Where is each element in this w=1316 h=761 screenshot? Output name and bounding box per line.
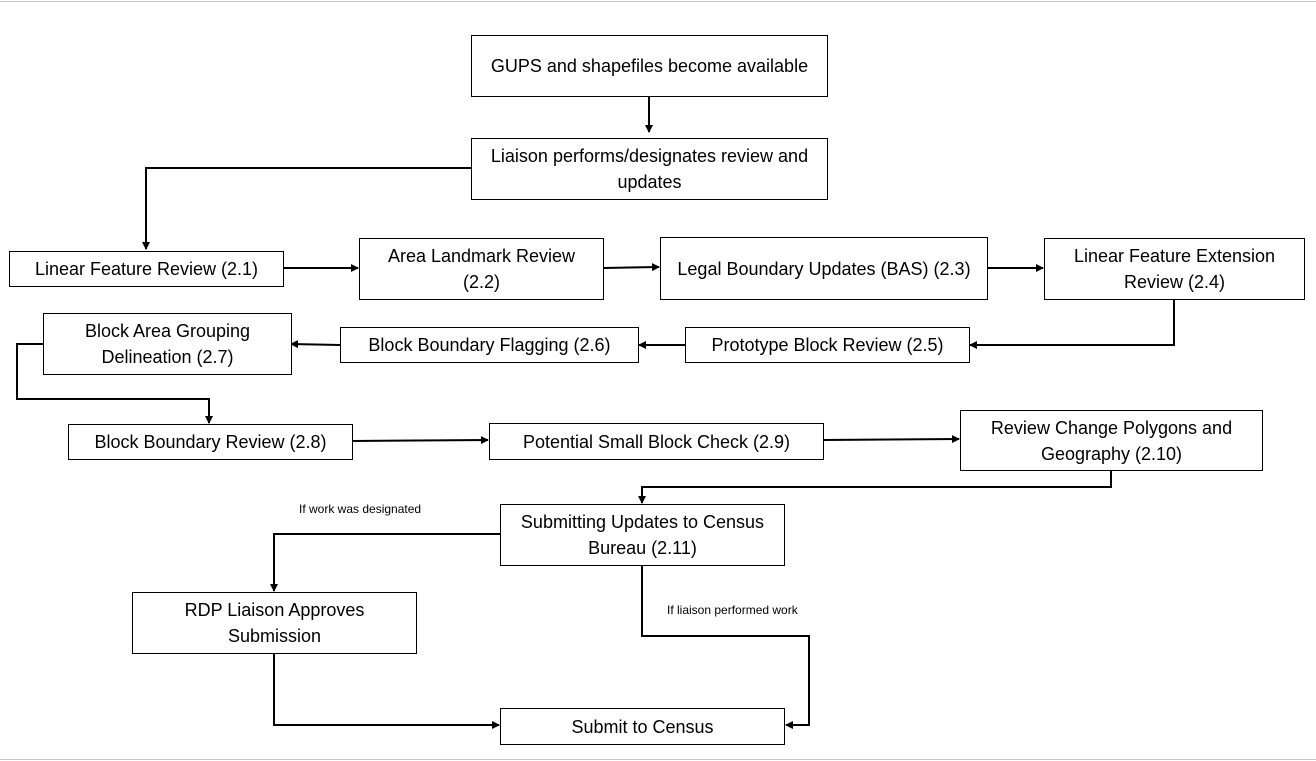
node-gups-available: GUPS and shapefiles become available — [471, 35, 828, 97]
node-linear-feature-extension-review: Linear Feature Extension Review (2.4) — [1044, 238, 1305, 300]
label-if-designated: If work was designated — [299, 502, 422, 516]
arrow-2-7-to-2-8 — [16, 343, 213, 424]
arrow-rdp-liaison-to-submit — [273, 654, 500, 729]
arrow-2-9-to-2-10 — [823, 435, 960, 444]
node-review-change-polygons: Review Change Polygons and Geography (2.… — [960, 410, 1263, 471]
node-block-area-grouping: Block Area Grouping Delineation (2.7) — [43, 313, 292, 375]
arrow-2-6-to-2-7 — [290, 340, 341, 349]
arrow-2-8-to-2-9 — [352, 436, 489, 445]
node-linear-feature-review: Linear Feature Review (2.1) — [9, 251, 284, 287]
node-liaison-review: Liaison performs/designates review and u… — [471, 138, 828, 200]
node-block-boundary-flagging: Block Boundary Flagging (2.6) — [340, 327, 639, 363]
node-potential-small-block-check: Potential Small Block Check (2.9) — [489, 423, 824, 460]
node-block-boundary-review: Block Boundary Review (2.8) — [68, 424, 353, 460]
arrow-2-11-to-rdp-liaison — [270, 533, 500, 592]
node-area-landmark-review: Area Landmark Review (2.2) — [359, 238, 604, 300]
top-border — [0, 1, 1316, 2]
node-submit-to-census: Submit to Census — [500, 708, 785, 745]
arrow-2-4-to-2-5 — [969, 300, 1175, 349]
label-if-performed: If liaison performed work — [667, 603, 798, 617]
bottom-border — [0, 759, 1316, 760]
arrow-liaison-to-linear-feature — [142, 167, 471, 250]
node-rdp-liaison-approves: RDP Liaison Approves Submission — [132, 592, 417, 654]
node-legal-boundary-updates: Legal Boundary Updates (BAS) (2.3) — [660, 237, 988, 300]
node-submitting-updates: Submitting Updates to Census Bureau (2.1… — [500, 504, 785, 566]
node-prototype-block-review: Prototype Block Review (2.5) — [685, 327, 970, 363]
arrow-2-10-to-2-11 — [638, 471, 1112, 504]
arrow-2-2-to-2-3 — [603, 263, 660, 272]
arrow-2-11-to-submit — [641, 566, 810, 729]
